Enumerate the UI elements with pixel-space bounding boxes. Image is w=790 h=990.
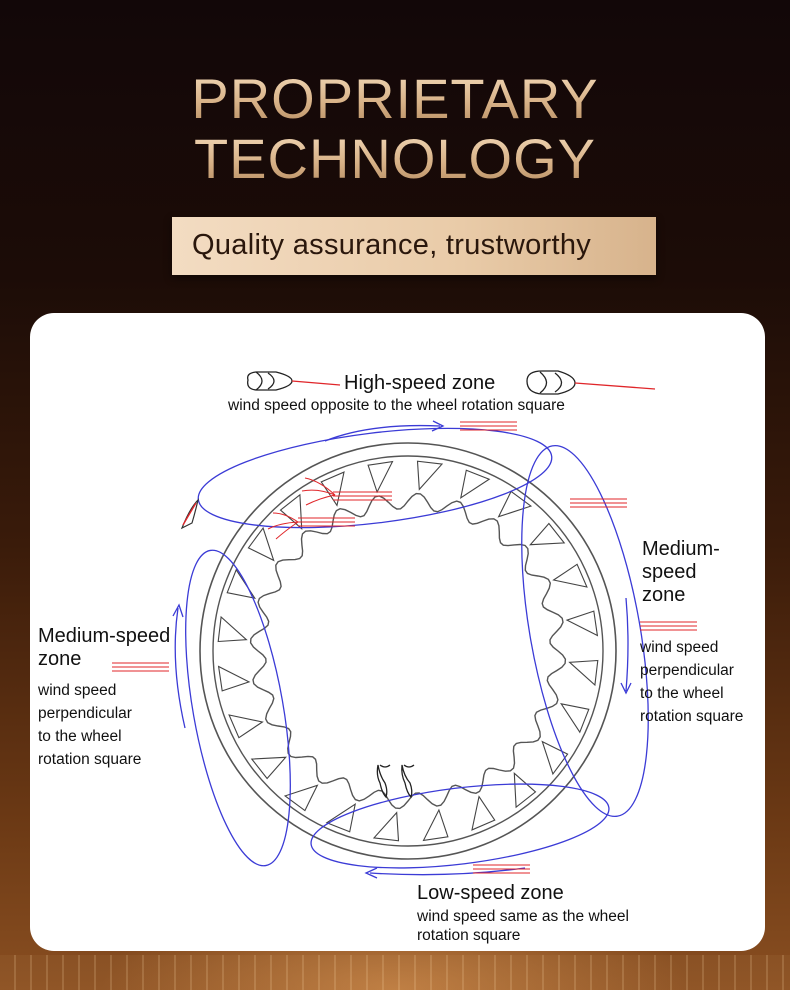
low-speed-zone-desc-2: rotation square bbox=[417, 927, 521, 944]
rim-section-icon-right bbox=[526, 370, 656, 395]
rim-vane bbox=[367, 460, 394, 494]
medium-left-desc-3: to the wheel bbox=[38, 728, 122, 745]
rim-section-icon-left bbox=[247, 371, 341, 391]
medium-left-desc-2: perpendicular bbox=[38, 705, 132, 722]
medium-left-desc-4: rotation square bbox=[38, 751, 142, 768]
rim-vane bbox=[513, 772, 537, 809]
rim-vane bbox=[283, 784, 319, 812]
airflow-arrow-top bbox=[324, 424, 441, 442]
wheel-airflow-diagram bbox=[112, 370, 697, 879]
rim-vanes bbox=[217, 460, 599, 842]
rim-vane bbox=[217, 665, 251, 692]
bottom-light-texture bbox=[0, 955, 790, 990]
high-speed-zone-title: High-speed zone bbox=[344, 372, 496, 394]
low-speed-zone-desc-1: wind speed same as the wheel bbox=[417, 908, 629, 925]
wind-lines-left bbox=[112, 662, 169, 672]
airflow-arrowhead-top bbox=[431, 420, 445, 432]
wind-lines-vane-lower bbox=[298, 517, 355, 527]
wind-lines bbox=[112, 421, 697, 874]
medium-right-title-2: speed bbox=[642, 561, 697, 583]
rim-vane bbox=[325, 803, 356, 833]
airflow-arrow-bottom bbox=[369, 867, 526, 876]
rim-vane bbox=[416, 460, 444, 491]
rim-vane bbox=[565, 610, 599, 637]
diagram-card: High-speed zone wind speed opposite to t… bbox=[30, 313, 765, 951]
rim-vane bbox=[226, 568, 256, 599]
wind-lines-bottom bbox=[473, 864, 530, 874]
rim-vane bbox=[541, 740, 569, 776]
rim-vane bbox=[471, 795, 496, 831]
wind-lines-upper-right bbox=[570, 498, 627, 508]
medium-right-desc-2: perpendicular bbox=[640, 662, 734, 679]
wind-fan-lines bbox=[267, 477, 336, 540]
airflow-loops bbox=[172, 420, 649, 879]
airflow-loop-medium-left bbox=[185, 549, 291, 867]
rim-vane bbox=[320, 471, 345, 507]
medium-right-desc-1: wind speed bbox=[640, 639, 719, 656]
rim-vane bbox=[460, 469, 491, 499]
airflow-arrowhead-bottom bbox=[364, 867, 378, 879]
rim-vane bbox=[217, 615, 248, 643]
medium-left-title-2: zone bbox=[38, 648, 82, 670]
rim-vane bbox=[279, 493, 303, 530]
rim-vane bbox=[372, 811, 400, 842]
airflow-arrow-left bbox=[174, 607, 186, 729]
title-line-1: PROPRIETARY bbox=[0, 68, 790, 130]
high-speed-zone-desc: wind speed opposite to the wheel rotatio… bbox=[228, 397, 565, 414]
rim-vane bbox=[247, 526, 275, 562]
airflow-arrowhead-right bbox=[620, 682, 632, 695]
rim-section-icon-bottom bbox=[376, 764, 415, 799]
medium-right-title-3: zone bbox=[642, 584, 686, 606]
wheel-rim bbox=[199, 442, 617, 860]
rim-outer-edge bbox=[199, 442, 617, 860]
wind-lines-right bbox=[640, 621, 697, 631]
airflow-loop-high bbox=[197, 427, 553, 529]
medium-right-desc-3: to the wheel bbox=[640, 685, 724, 702]
rim-vane bbox=[552, 563, 588, 588]
rim-wavy-inner-edge bbox=[249, 492, 567, 810]
tagline-text: Quality assurance, trustworthy bbox=[192, 229, 592, 261]
wind-lines-vane-upper bbox=[333, 491, 392, 501]
rim-inner-edge bbox=[212, 455, 604, 847]
rim-vane bbox=[228, 714, 264, 739]
title-line-2: TECHNOLOGY bbox=[0, 128, 790, 190]
rim-vane bbox=[250, 756, 287, 780]
medium-right-desc-4: rotation square bbox=[640, 708, 744, 725]
tagline-banner: Quality assurance, trustworthy bbox=[172, 217, 656, 275]
rim-vane bbox=[497, 490, 533, 518]
medium-left-title-1: Medium-speed bbox=[38, 625, 171, 647]
wind-lines-top bbox=[460, 421, 517, 431]
medium-left-desc-1: wind speed bbox=[38, 682, 117, 699]
airflow-loop-low bbox=[310, 783, 610, 869]
low-speed-zone-title: Low-speed zone bbox=[417, 882, 564, 904]
vane-detail-icon bbox=[180, 498, 200, 530]
airflow-arrowhead-left bbox=[172, 603, 184, 618]
rim-vane bbox=[568, 659, 599, 687]
rim-vane bbox=[560, 703, 590, 734]
rim-vane bbox=[529, 522, 566, 546]
vane-detail-highlight bbox=[182, 502, 197, 526]
medium-right-title-1: Medium- bbox=[642, 538, 720, 560]
airflow-loop-medium-right bbox=[521, 444, 649, 818]
airflow-arrow-right bbox=[625, 597, 629, 692]
rim-vane bbox=[422, 808, 449, 842]
